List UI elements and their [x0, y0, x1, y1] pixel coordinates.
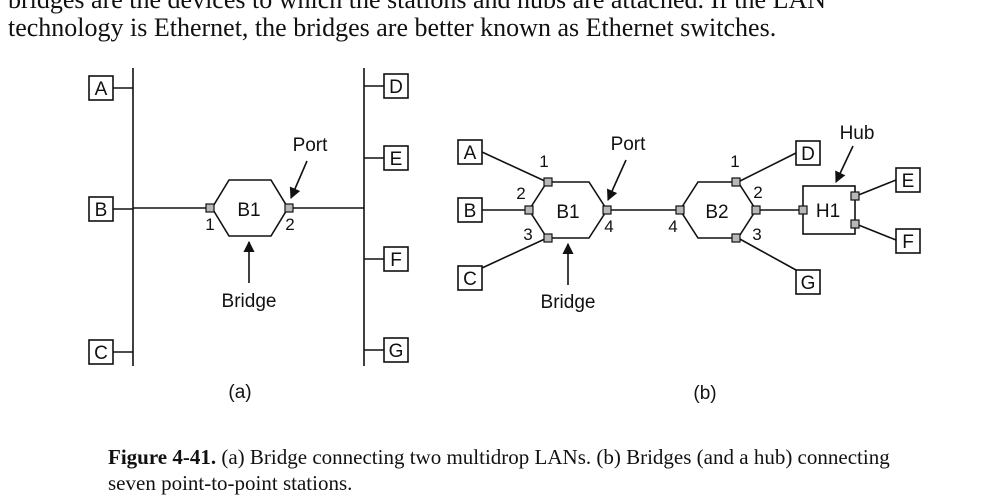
b2-port-number-1: 1 [730, 152, 739, 171]
bridge-b1: B1 [528, 181, 608, 239]
station-d-box: D [383, 73, 409, 99]
station-g-box: G [795, 269, 821, 295]
station-b-box: B [457, 197, 483, 223]
hub-h1-label: H1 [816, 201, 840, 222]
port-arrow [607, 159, 627, 202]
station-d-label: D [389, 77, 403, 98]
b1-port-2 [524, 205, 534, 215]
caption-text: (a) Bridge connecting two multidrop LANs… [108, 445, 890, 495]
station-f-box: F [895, 228, 921, 254]
port-label: Port [293, 135, 329, 156]
bridge-b2-label: B2 [705, 202, 728, 223]
hub-port-bottom [850, 219, 860, 229]
b2-port-number-4: 4 [668, 217, 677, 236]
port-arrow [289, 160, 308, 200]
panel-b-sublabel: (b) [693, 383, 716, 404]
b1-port-4 [602, 205, 612, 215]
panel-a: A B C D E F G B1 [88, 68, 409, 403]
port-label: Port [611, 134, 647, 155]
station-c-label: C [463, 269, 477, 290]
station-a-label: A [464, 143, 477, 164]
station-e-box: E [895, 167, 921, 193]
station-a-label: A [95, 79, 108, 100]
hub-arrow [835, 145, 854, 184]
station-c-box: C [88, 339, 114, 365]
port-1 [205, 203, 215, 213]
station-e-label: E [902, 171, 915, 192]
station-a-box: A [457, 139, 483, 165]
hub-port-top [850, 191, 860, 201]
station-d-label: D [801, 144, 815, 165]
body-text-line-1: bridges are the devices to which the sta… [8, 0, 988, 14]
b2-port-1 [731, 177, 741, 187]
station-b-label: B [95, 200, 108, 221]
port-number-2: 2 [285, 215, 294, 234]
station-e-label: E [390, 149, 403, 170]
b1-port-number-4: 4 [604, 217, 613, 236]
bridge-label: Bridge [541, 292, 596, 313]
hub-port-left [798, 205, 808, 215]
b2-port-3 [731, 233, 741, 243]
station-b-box: B [88, 196, 114, 222]
station-f-label: F [902, 232, 914, 253]
panel-a-sublabel: (a) [228, 382, 251, 403]
bridge-b2: B2 [679, 181, 757, 239]
b1-port-number-3: 3 [523, 225, 532, 244]
station-g-box: G [383, 337, 409, 363]
station-g-label: G [801, 273, 816, 294]
bridge-b1-label: B1 [237, 200, 260, 221]
b2-port-number-2: 2 [753, 183, 762, 202]
body-text: bridges are the devices to which the sta… [8, 0, 988, 42]
bridge-b1: B1 [211, 179, 289, 237]
station-g-label: G [389, 341, 404, 362]
b2-port-4 [675, 205, 685, 215]
hub-h1: H1 [802, 185, 856, 235]
figure-number: Figure 4-41. [108, 445, 217, 469]
port-number-1: 1 [205, 215, 214, 234]
station-f-box: F [383, 246, 409, 272]
bridge-label: Bridge [222, 291, 277, 312]
station-d-box: D [795, 140, 821, 166]
station-f-label: F [390, 250, 402, 271]
b1-port-number-1: 1 [539, 152, 548, 171]
station-b-label: B [464, 201, 477, 222]
station-c-box: C [457, 265, 483, 291]
bridge-b1-label: B1 [556, 202, 579, 223]
b1-port-3 [543, 233, 553, 243]
b1-port-1 [543, 177, 553, 187]
body-text-line-2: technology is Ethernet, the bridges are … [8, 13, 777, 42]
b2-port-2 [751, 205, 761, 215]
station-e-box: E [383, 145, 409, 171]
panel-b: A B C D E F G B1 [457, 123, 921, 404]
figure-caption: Figure 4-41. (a) Bridge connecting two m… [108, 444, 928, 496]
port-2 [284, 203, 294, 213]
station-a-box: A [88, 75, 114, 101]
b1-port-number-2: 2 [516, 184, 525, 203]
hub-label: Hub [840, 123, 875, 144]
b2-port-number-3: 3 [752, 225, 761, 244]
station-c-label: C [94, 343, 108, 364]
